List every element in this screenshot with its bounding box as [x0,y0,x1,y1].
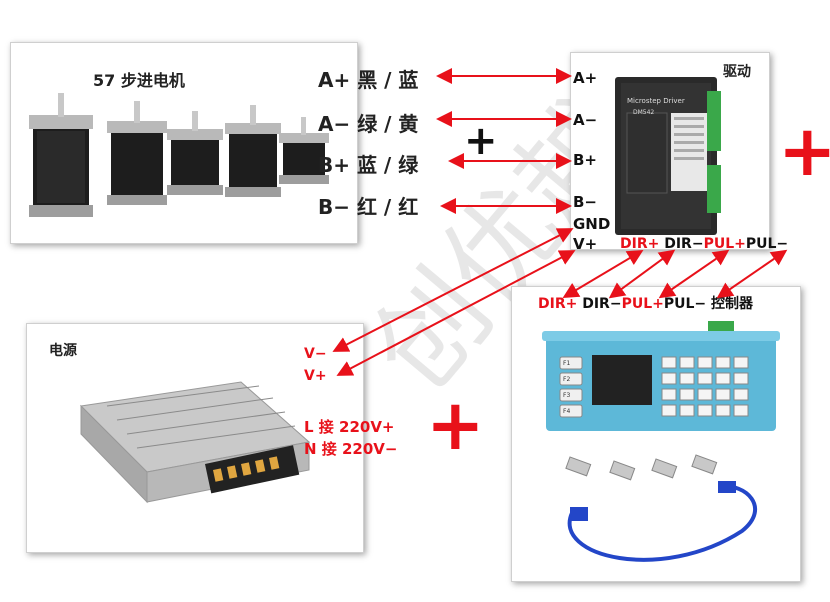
driver-panel: 驱动 Microstep Driver DM542 A+ A− B+ B− GN… [570,52,770,253]
psu-title: 电源 [49,343,77,359]
motor-2 [107,101,167,205]
port-a-minus: A− [573,111,598,129]
motor-4 [225,105,281,197]
port-b-plus: B+ [573,151,598,169]
wire-label-b-minus: B− 红 / 红 [318,195,419,219]
port-b-minus: B− [573,193,598,211]
driver-model-code: DM542 [633,109,655,116]
port-gnd: GND [573,215,611,233]
ctrl-key-f4: F4 [563,408,571,415]
ctrl-signal-pul-minus: PUL− [663,296,707,312]
ctrl-signal-dir-minus: DIR− [577,296,622,312]
port-a-plus: A+ [573,69,598,87]
power-supply-image [79,381,311,504]
stepper-motor-panel: 57 步进电机 [10,42,358,244]
power-supply-panel: 电源 [26,323,364,553]
psu-v-minus-label: V− [304,346,327,362]
controller-title: 控制器 [711,296,753,312]
motor-3 [167,111,223,195]
stepper-motors-image [29,93,329,217]
arrow-vplus-v-plus [336,250,576,376]
arrow-dir-minus [608,249,676,299]
plus-sign-psu: + [426,384,485,466]
driver-device-image [615,77,721,235]
ctrl-key-f2: F2 [563,376,571,383]
psu-n-line-label: N 接 220V− [304,440,398,458]
arrow-pul-minus [716,249,788,299]
wire-label-b-plus: B+ 蓝 / 绿 [318,153,419,177]
driver-signal-pul-minus: PUL− [745,236,789,252]
psu-l-line-label: L 接 220V+ [304,418,395,436]
motor-1 [29,93,93,217]
controller-device-image [542,321,780,562]
ctrl-signal-pul-plus: PUL+ [621,296,664,312]
motor-title: 57 步进电机 [93,71,185,90]
psu-v-plus-label: V+ [304,368,327,384]
plus-sign-driver: + [778,110,830,192]
driver-signal-pul-plus: PUL+ [703,236,746,252]
port-v-plus: V+ [573,235,598,253]
wire-label-a-minus: A− 绿 / 黄 [318,112,419,136]
driver-signal-dir-plus: DIR+ [620,236,660,252]
driver-signal-row: DIR+ DIR−PUL+PUL− [620,236,788,252]
driver-title: 驱动 [723,64,751,80]
controller-panel: DIR+ DIR−PUL+PUL− 控制器 F1 F2 F3 [511,286,801,582]
motor-5 [279,117,329,184]
ctrl-key-f3: F3 [563,392,571,399]
arrow-gnd-v-minus [332,228,574,352]
driver-signal-dir-minus: DIR− [659,236,704,252]
arrow-dir-plus [562,249,644,299]
wire-label-a-plus: A+ 黑 / 蓝 [318,68,419,92]
arrow-pul-plus [658,249,730,299]
driver-model-text: Microstep Driver [627,97,685,105]
